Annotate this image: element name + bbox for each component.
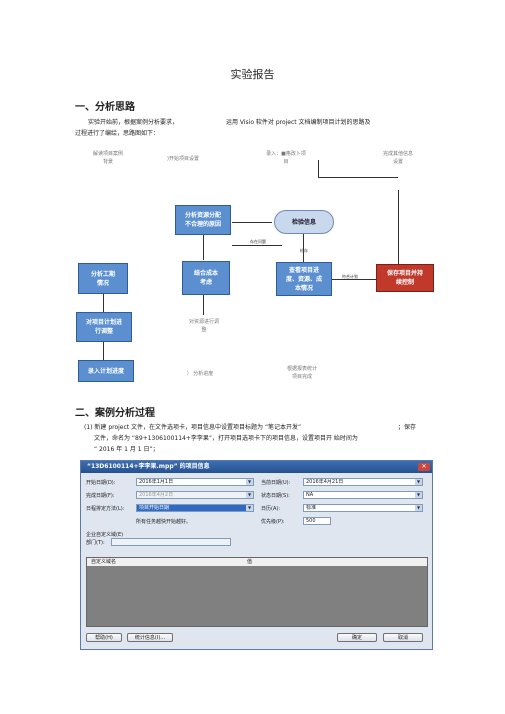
custom-fields-grid: 自定义域名 值 bbox=[86, 557, 428, 627]
department-label: 部门(T): bbox=[86, 540, 105, 546]
ok-button[interactable]: 确定 bbox=[337, 633, 377, 642]
flow-label-top3: 录入：■格改卜项 目 bbox=[266, 151, 306, 165]
finish-date-label: 完成日期(F): bbox=[86, 493, 115, 499]
project-info-dialog: “13D6100114+李李果.mpp” 的项目信息 ✕ 开始日期(D): 20… bbox=[80, 460, 433, 650]
edge-problem bbox=[232, 245, 282, 246]
node-record-progress: 录入计划进度 bbox=[78, 360, 134, 382]
intro-text-1b: 运用 Visio 软件对 project 文档编制项目计划的思路及 bbox=[226, 119, 371, 126]
schedule-from-select[interactable]: 项目开始日期▼ bbox=[136, 504, 254, 512]
node-check-info: 检验信息 bbox=[274, 210, 334, 234]
chevron-down-icon[interactable]: ▼ bbox=[415, 479, 422, 485]
step1-line2: 文件，命名为 “89+1306100114+李李果”，打开项目选项卡下的项目信息… bbox=[94, 435, 358, 442]
edge-period-adjust bbox=[103, 294, 104, 312]
step1-line1-tail: ；保存 bbox=[398, 424, 417, 431]
current-date-field[interactable]: 2016年4月21日▼ bbox=[303, 478, 423, 486]
close-button[interactable]: ✕ bbox=[418, 463, 430, 471]
grid-col-name: 自定义域名 bbox=[91, 559, 117, 565]
schedule-from-label: 日程排定方法(L): bbox=[86, 506, 125, 512]
help-button[interactable]: 帮助(H) bbox=[86, 633, 122, 642]
flow-label-mid: 对资源进行调 整 bbox=[188, 319, 219, 333]
node-save-control: 保存项目并持 续控制 bbox=[376, 264, 434, 292]
chevron-down-icon[interactable]: ▼ bbox=[246, 479, 253, 485]
enterprise-fields-label: 企业自定义域(E) bbox=[86, 532, 124, 538]
edge-label-problem: 存在问题 bbox=[250, 239, 266, 244]
section1-heading: 一、分析思路 bbox=[75, 102, 135, 113]
grid-col-value: 值 bbox=[247, 559, 253, 565]
edge-right-down bbox=[398, 190, 399, 265]
department-field bbox=[111, 538, 231, 546]
chevron-down-icon: ▼ bbox=[246, 492, 253, 498]
edge-adjust-record bbox=[103, 342, 104, 360]
edge-check-reason bbox=[232, 222, 272, 223]
finish-date-field: 2016年4月2日▼ bbox=[136, 491, 254, 499]
edge-label-ok: 符合计划 bbox=[342, 274, 358, 279]
edge-label-store: 检存 bbox=[300, 248, 308, 253]
intro-text-1: 实验开始前，根据案例分析要求， bbox=[88, 119, 179, 126]
grid-header: 自定义域名 值 bbox=[87, 558, 427, 566]
chevron-down-icon[interactable]: ▼ bbox=[415, 492, 422, 498]
edge-check-view bbox=[303, 232, 304, 262]
flow-label-bot2: 根据报表统计 项目完成 bbox=[286, 366, 317, 380]
node-view-status: 查看项目进 度、资源、成 本情况 bbox=[276, 262, 332, 296]
page-title: 实验报告 bbox=[230, 68, 275, 81]
chevron-down-icon[interactable]: ▼ bbox=[246, 505, 253, 511]
status-date-label: 状态日期(S): bbox=[261, 493, 290, 499]
edge-view-save bbox=[332, 279, 376, 280]
cancel-button[interactable]: 取消 bbox=[383, 633, 423, 642]
priority-field[interactable]: 500 bbox=[303, 517, 331, 525]
priority-label: 优先级(P): bbox=[261, 519, 285, 525]
chevron-down-icon[interactable]: ▼ bbox=[415, 505, 422, 511]
edge-input bbox=[318, 160, 319, 178]
calendar-label: 日历(A): bbox=[261, 506, 281, 512]
node-analyze-period: 分析工期 情况 bbox=[78, 263, 128, 294]
node-analyze-reason: 分析资源分配 不合理的原因 bbox=[175, 205, 231, 235]
start-date-label: 开始日期(D): bbox=[86, 480, 116, 486]
flow-label-bot1: ） 分析进度 bbox=[186, 371, 214, 377]
step1-line1: (1) 新建 project 文件，在文件选项卡，项目信息中设置项目标题为 “笔… bbox=[84, 424, 302, 431]
edge-reason-cost bbox=[203, 235, 204, 260]
node-cost: 结合成本 考虑 bbox=[182, 261, 230, 295]
intro-text-2: 过程进行了编绘，思路图如下： bbox=[75, 130, 160, 137]
start-date-field[interactable]: 2016年1月1日▼ bbox=[136, 478, 254, 486]
all-tasks-text: 所有任务越快开始越好。 bbox=[136, 519, 192, 525]
edge-top bbox=[318, 177, 398, 178]
step1-line3: “ 2016 年 1 月 1 日”； bbox=[94, 446, 159, 453]
flowchart: 解读项目案例 背景 )开始项目设置 录入：■格改卜项 目 完成其他信息 设置 存… bbox=[76, 151, 434, 382]
calendar-select[interactable]: 标准▼ bbox=[303, 504, 423, 512]
node-adjust-plan: 对项目计划进 行调整 bbox=[76, 312, 132, 342]
statistics-button[interactable]: 统计信息(I)... bbox=[127, 633, 173, 642]
current-date-label: 当前日期(U): bbox=[261, 480, 291, 486]
dialog-title: “13D6100114+李李果.mpp” 的项目信息 bbox=[81, 461, 432, 473]
flow-label-top4: 完成其他信息 设置 bbox=[382, 151, 413, 165]
section2-heading: 二、案例分析过程 bbox=[75, 408, 155, 419]
flow-label-top1: 解读项目案例 背景 bbox=[92, 151, 123, 165]
status-date-field[interactable]: NA▼ bbox=[303, 491, 423, 499]
edge-cost-down bbox=[203, 295, 204, 315]
flow-label-top2: )开始项目设置 bbox=[167, 156, 199, 162]
